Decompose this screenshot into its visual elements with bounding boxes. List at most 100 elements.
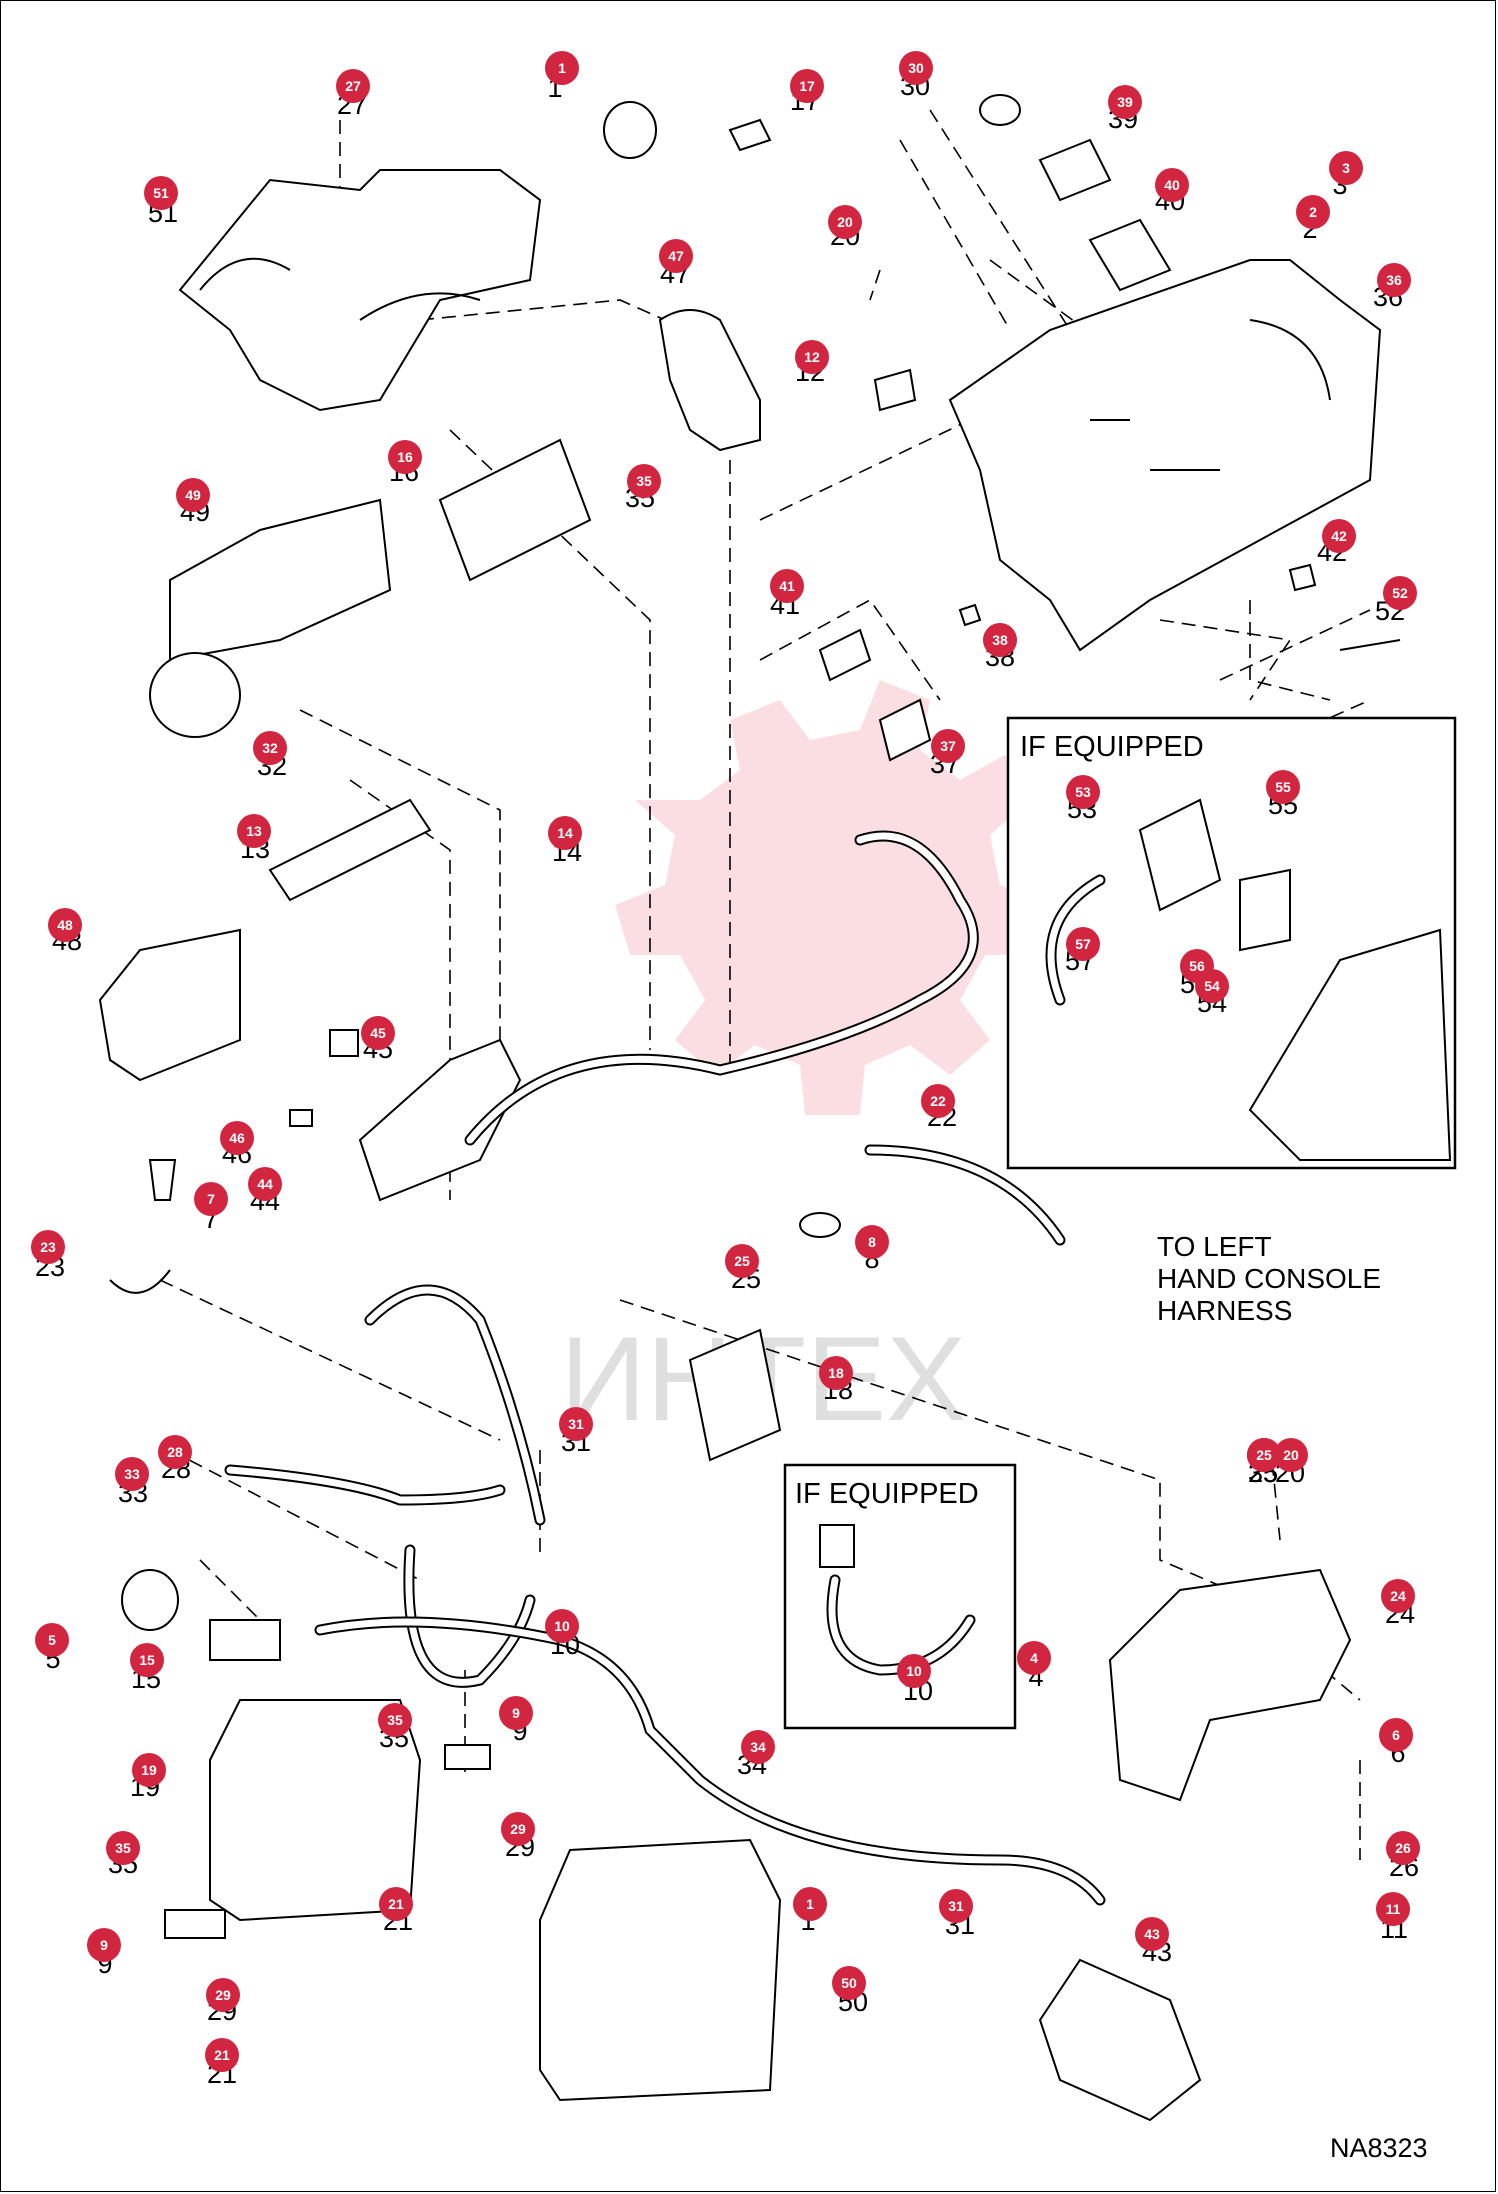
callout-badge (176, 478, 210, 512)
callout-badge (35, 1623, 69, 1657)
callout-3: 33 (1329, 151, 1363, 200)
callout-badge (1195, 969, 1229, 1003)
callout-badge (158, 1435, 192, 1469)
callout-badge (194, 1182, 228, 1216)
callout-badge (106, 1831, 140, 1865)
callout-badge (388, 440, 422, 474)
if-equipped-box-lower: IF EQUIPPED (783, 1463, 1017, 1730)
callout-badge (921, 1084, 955, 1118)
callout-badge (499, 1696, 533, 1730)
callout-badge-number: 16 (397, 449, 413, 465)
callout-badge (253, 731, 287, 765)
callout-badge-number: 22 (930, 1093, 946, 1109)
callout-40: 4040 (1155, 168, 1189, 216)
callout-badge-number: 25 (1256, 1447, 1272, 1463)
callout-badge (897, 1654, 931, 1688)
callout-badge (31, 1230, 65, 1264)
callout-44: 4444 (248, 1167, 282, 1216)
callout-badge-number: 28 (167, 1444, 183, 1460)
callout-badge-number: 48 (57, 917, 73, 933)
callout-badge (1381, 1579, 1415, 1613)
if-equipped-title-upper: IF EQUIPPED (1020, 731, 1204, 763)
callout-badge (855, 1225, 889, 1259)
note-line-3: HARNESS (1157, 1295, 1292, 1326)
callout-badge (205, 2038, 239, 2072)
callout-badge-number: 49 (185, 487, 201, 503)
callout-46: 4646 (220, 1121, 254, 1169)
callout-badge-number: 57 (1075, 936, 1091, 952)
callout-badge (548, 816, 582, 850)
callout-badge-number: 45 (370, 1025, 386, 1041)
callout-badge-number: 51 (153, 185, 169, 201)
callout-badge (793, 1887, 827, 1921)
callout-badge-number: 26 (1395, 1840, 1411, 1856)
harness-note: TO LEFT HAND CONSOLE HARNESS (1157, 1231, 1381, 1326)
callout-badge-number: 44 (257, 1176, 273, 1192)
callout-badge-number: 14 (557, 825, 573, 841)
callout-badge-number: 23 (40, 1239, 56, 1255)
callout-badge (1066, 927, 1100, 961)
callout-badge-number: 30 (908, 60, 924, 76)
callout-badge (899, 51, 933, 85)
callout-badge-number: 13 (246, 823, 262, 839)
callout-badge (795, 340, 829, 374)
callout-48: 4848 (48, 908, 82, 956)
callout-badge-number: 33 (124, 1466, 140, 1482)
callout-badge-number: 46 (229, 1130, 245, 1146)
callout-badge-number: 1 (558, 60, 566, 76)
callout-badge (1266, 770, 1300, 804)
callout-badge (1247, 1438, 1281, 1472)
callout-badge-number: 40 (1164, 177, 1180, 193)
callout-badge-number: 21 (388, 1896, 404, 1912)
callout-8: 88 (855, 1225, 889, 1274)
callout-badge-number: 31 (568, 1416, 584, 1432)
callout-badge (819, 1356, 853, 1390)
callout-badge (1017, 1641, 1051, 1675)
callout-badge (48, 908, 82, 942)
callout-badge (832, 1966, 866, 2000)
callout-badge (237, 814, 271, 848)
note-line-2: HAND CONSOLE (1157, 1263, 1381, 1294)
callout-45: 4545 (361, 1016, 395, 1064)
callout-badge-number: 5 (48, 1632, 56, 1648)
callout-badge-number: 9 (100, 1937, 108, 1953)
callout-badge (378, 1703, 412, 1737)
callout-badge-number: 20 (837, 214, 853, 230)
callout-badge-number: 50 (841, 1975, 857, 1991)
callout-22: 2222 (921, 1084, 957, 1132)
callout-badge-number: 36 (1386, 272, 1402, 288)
callout-badge-number: 32 (262, 740, 278, 756)
callout-badge-number: 29 (215, 1987, 231, 2003)
callout-badge (1322, 519, 1356, 553)
callout-badge (1383, 576, 1417, 610)
callouts: 1127275151171730303939404033222020474736… (31, 51, 1420, 2089)
callout-badge-number: 27 (345, 78, 361, 94)
callout-badge (220, 1121, 254, 1155)
callout-badge-number: 9 (512, 1705, 520, 1721)
callout-badge (741, 1730, 775, 1764)
